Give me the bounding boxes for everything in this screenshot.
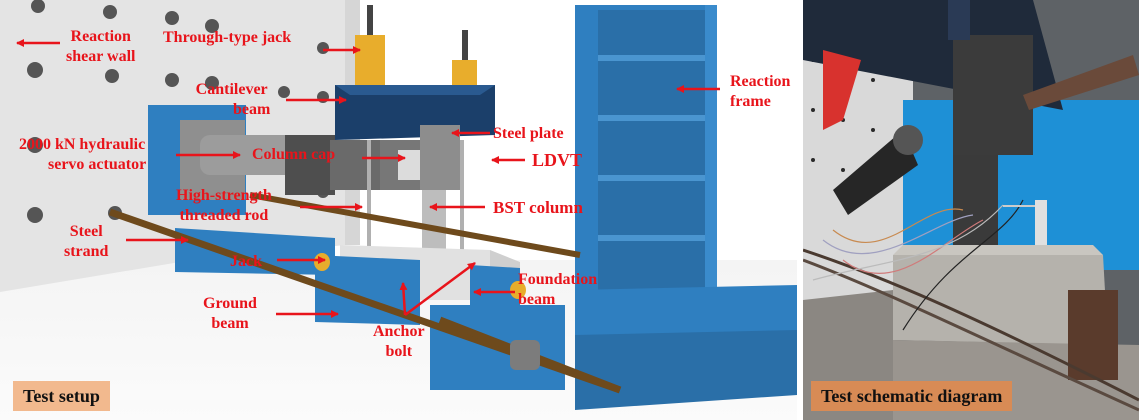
label-anchor-bolt: Anchor bolt <box>373 322 425 362</box>
label-line: threaded rod <box>179 207 269 224</box>
label-through-type-jack: Through-type jack <box>163 29 292 46</box>
ground-beam-left <box>175 228 335 275</box>
label-line: beam <box>518 291 556 308</box>
label-hydraulic-actuator: 2000 kN hydraulic servo actuator <box>18 135 146 175</box>
reaction-frame <box>575 5 797 410</box>
label-line: Cantilever <box>195 81 268 98</box>
test-photo <box>803 0 1139 420</box>
bst-column <box>422 190 446 250</box>
jack <box>314 253 330 271</box>
label-steel-plate: Steel plate <box>493 125 564 142</box>
label-line: beam <box>211 315 249 332</box>
test-setup-panel: Reaction shear wall Through-type jack Ca… <box>0 0 797 420</box>
label-threaded-rod: High-strength threaded rod <box>176 186 272 226</box>
label-line: strand <box>64 243 109 260</box>
label-foundation-beam: Foundation beam <box>518 270 597 310</box>
label-reaction-shear-wall: Reaction shear wall <box>66 27 135 67</box>
test-photo-panel: Test schematic diagram <box>803 0 1139 420</box>
label-ldvt: LDVT <box>532 150 583 170</box>
caption-test-schematic-diagram: Test schematic diagram <box>811 381 1013 411</box>
label-line: Ground <box>203 295 257 312</box>
label-line: beam <box>233 101 271 118</box>
label-steel-strand: Steel strand <box>64 222 108 262</box>
label-line: 2000 kN hydraulic <box>18 136 146 153</box>
label-arrows <box>16 39 720 318</box>
caption-test-setup: Test setup <box>13 381 110 411</box>
label-line: shear wall <box>66 48 136 65</box>
label-line: Reaction <box>70 28 131 45</box>
label-line: Reaction <box>730 73 791 90</box>
label-line: High-strength <box>176 187 272 204</box>
label-line: frame <box>730 93 771 110</box>
label-jack: Jack <box>230 253 262 270</box>
label-reaction-frame: Reaction frame <box>730 72 790 112</box>
through-type-jack <box>355 35 385 85</box>
label-line: Steel <box>69 223 103 240</box>
test-setup-illustration <box>0 0 797 420</box>
label-line: bolt <box>385 343 413 360</box>
label-line: servo actuator <box>48 156 147 173</box>
steel-plate <box>420 125 460 190</box>
hydraulic-actuator <box>200 135 310 175</box>
actuator <box>833 130 918 215</box>
label-ground-beam: Ground beam <box>203 294 257 334</box>
loading-plate <box>953 35 1033 155</box>
label-line: Foundation <box>518 271 598 288</box>
label-bst-column: BST column <box>493 198 583 217</box>
label-cantilever-beam: Cantilever beam <box>193 80 271 120</box>
label-line: Anchor <box>373 323 425 340</box>
label-column-cap: Column cap <box>252 146 336 163</box>
